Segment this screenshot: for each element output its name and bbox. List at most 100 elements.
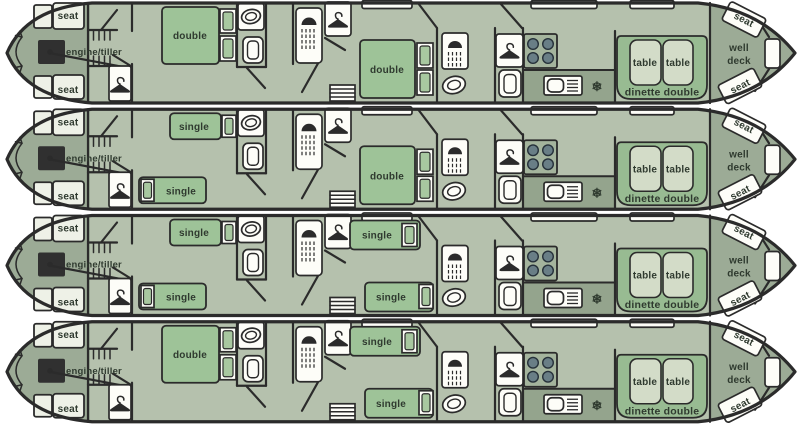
stove: [523, 139, 558, 176]
bed-label: single: [179, 228, 209, 239]
bathroom-1: [237, 1, 352, 64]
well-deck: seat seat well deck: [717, 319, 781, 424]
door-swing: [111, 372, 132, 386]
well-deck-label: deck: [727, 269, 751, 280]
shower: [295, 219, 323, 277]
hanger-icon: [327, 330, 349, 347]
sink-icon: [441, 75, 467, 95]
stove-burners-icon: [527, 38, 555, 65]
well-deck-floor: [710, 216, 793, 315]
sink-icon: [441, 181, 467, 201]
double-bed: [161, 6, 220, 65]
snowflake-icon: ❄: [591, 185, 602, 200]
drawers: [329, 296, 356, 315]
stern-cabin-double: double: [161, 324, 237, 384]
boat-4: seat seat engine/tiller dou: [5, 318, 797, 424]
cabinet-door: [404, 332, 415, 351]
table-label: table: [666, 58, 691, 69]
bathroom-1: [237, 107, 352, 171]
dinette-label: dinette double: [625, 299, 700, 311]
toilet-seat: [503, 286, 517, 307]
door-swing: [323, 143, 347, 158]
dinette-label: dinette double: [625, 405, 700, 417]
shower: [441, 138, 469, 177]
bed-label: double: [173, 31, 207, 42]
stove-burners-icon: [527, 250, 555, 277]
shower-icon: [447, 359, 462, 386]
stern-cabin-singles: single single: [138, 218, 237, 311]
door-swing: [111, 160, 132, 173]
bed-label: double: [173, 350, 207, 361]
cabinet-door: [419, 151, 431, 172]
toilet-seat: [503, 73, 517, 94]
hull-outline: [5, 320, 797, 424]
double-bed: [359, 145, 416, 206]
sink-bowl: [546, 290, 565, 306]
seat-label: seat: [58, 191, 79, 202]
kitchen: ❄: [523, 139, 602, 203]
table-label: table: [633, 58, 658, 69]
table-cushion: [662, 251, 694, 299]
bathroom-1: [237, 213, 352, 277]
bathroom-2: [441, 32, 524, 98]
snowflake-icon: ❄: [591, 398, 602, 413]
table-label: table: [666, 271, 691, 282]
dinette: table table dinette double: [616, 353, 708, 419]
stove: [523, 33, 558, 69]
stove: [523, 351, 558, 388]
hanger-icon: [327, 118, 349, 134]
door-swing: [416, 320, 439, 348]
stove-burners-icon: [527, 356, 555, 383]
bathroom-2: [441, 244, 524, 311]
hanger-icon: [109, 76, 131, 93]
well-deck-floor: [710, 322, 793, 421]
hanger-icon: [499, 361, 520, 378]
steps: [86, 327, 119, 386]
interior-walls: [86, 1, 771, 105]
drainer-icon: [567, 79, 578, 92]
bed-label: double: [370, 171, 404, 182]
drawers: [329, 84, 356, 102]
dinette: table table dinette double: [616, 35, 708, 100]
hull-outline: [5, 213, 797, 318]
sink-icon: [441, 394, 467, 414]
bow-locker: [764, 250, 781, 282]
kitchen: ❄: [523, 33, 602, 96]
stern-cabin-double: double: [161, 6, 237, 65]
drawers: [329, 402, 356, 421]
kitchen: ❄: [523, 351, 602, 415]
door-swing: [245, 66, 267, 90]
door-swing: [498, 108, 524, 136]
boat-2: seat seat engine/tiller dou: [5, 105, 797, 211]
table-cushion: [662, 357, 694, 405]
bed-label: double: [370, 65, 404, 76]
dinette: table table dinette double: [616, 141, 708, 207]
well-deck-label: well: [728, 43, 749, 54]
steps: [86, 8, 119, 68]
dinette-label: dinette double: [625, 193, 700, 205]
door-swing: [99, 8, 119, 32]
shower-icon: [301, 123, 317, 156]
well-deck-label: well: [728, 149, 749, 160]
table-cushion: [629, 39, 662, 86]
hull-outline: [5, 1, 797, 105]
hanger-icon: [499, 42, 520, 59]
sink-icon: [240, 327, 262, 344]
double-bed: [359, 39, 416, 99]
hull-outline: [5, 107, 797, 211]
well-deck-label: deck: [727, 162, 751, 173]
cabinet-door: [222, 38, 234, 59]
cabinet-door: [142, 181, 153, 199]
table-cushion: [662, 145, 694, 193]
seat-label: seat: [58, 85, 79, 96]
drawers: [329, 190, 356, 209]
cabinet-door: [419, 178, 431, 199]
engine-tiller-label: engine/tiller: [66, 153, 122, 164]
bow-locker: [764, 38, 781, 69]
shower: [295, 7, 323, 64]
bathroom-2: [441, 138, 524, 205]
sink-icon: [240, 8, 262, 25]
sink-bowl: [546, 184, 565, 200]
mid-cabin-singles: single single: [349, 219, 434, 313]
